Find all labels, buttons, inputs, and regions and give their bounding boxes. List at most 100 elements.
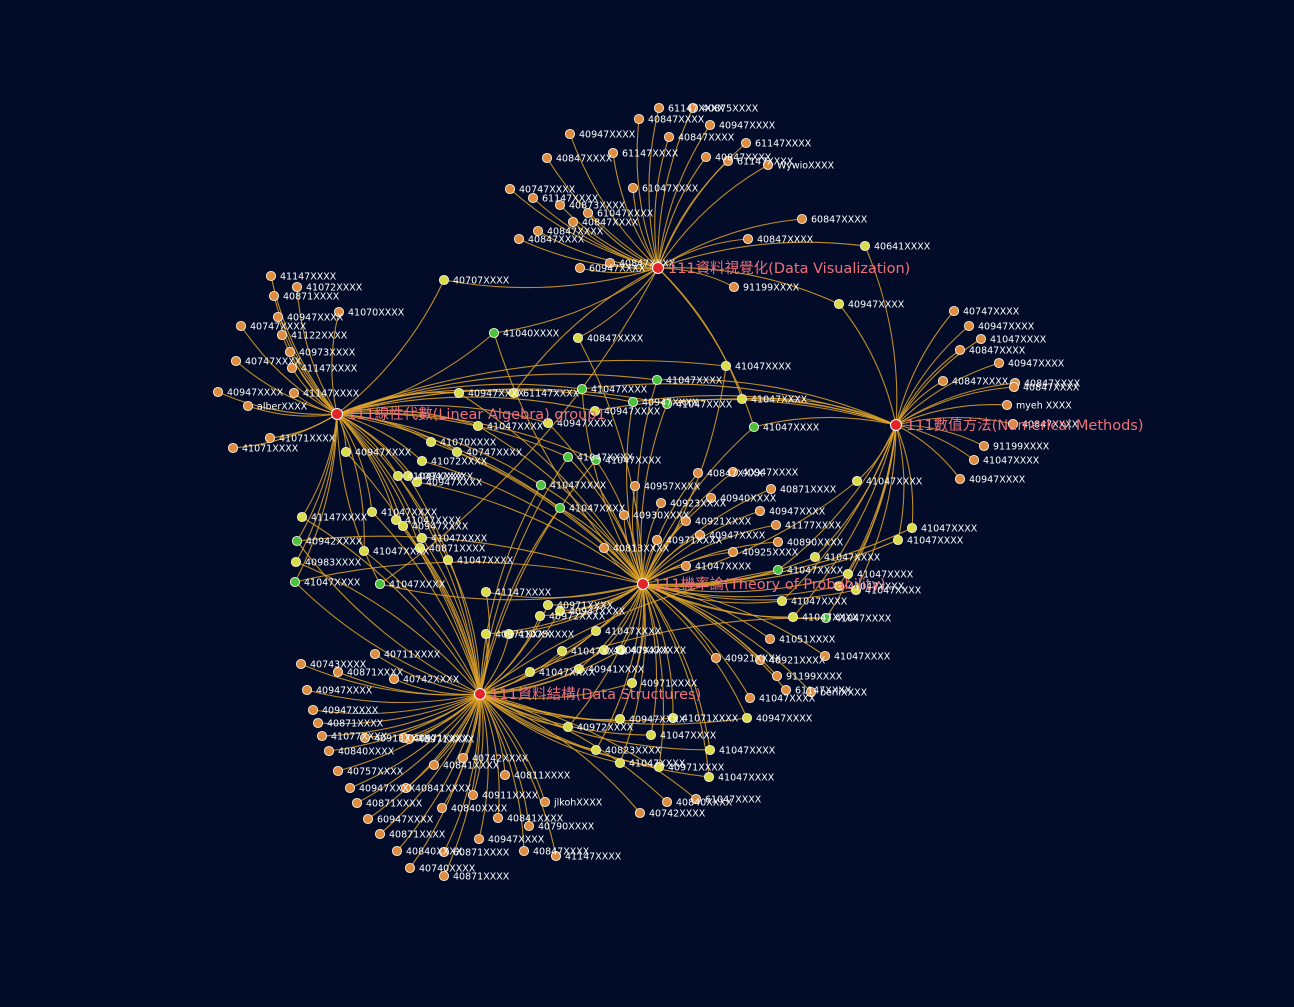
student-node[interactable] bbox=[388, 673, 400, 685]
student-node[interactable] bbox=[235, 320, 247, 332]
student-node[interactable] bbox=[369, 648, 381, 660]
student-node[interactable] bbox=[687, 102, 699, 114]
student-node[interactable] bbox=[564, 128, 576, 140]
student-node[interactable] bbox=[833, 580, 845, 592]
student-node[interactable] bbox=[727, 466, 739, 478]
student-node[interactable] bbox=[572, 332, 584, 344]
student-node[interactable] bbox=[332, 765, 344, 777]
student-node[interactable] bbox=[618, 509, 630, 521]
student-node[interactable] bbox=[404, 862, 416, 874]
student-node[interactable] bbox=[653, 761, 665, 773]
student-node[interactable] bbox=[736, 393, 748, 405]
student-node[interactable] bbox=[276, 329, 288, 341]
student-node[interactable] bbox=[770, 519, 782, 531]
student-node[interactable] bbox=[590, 454, 602, 466]
student-node[interactable] bbox=[333, 306, 345, 318]
student-node[interactable] bbox=[556, 645, 568, 657]
student-node[interactable] bbox=[809, 551, 821, 563]
student-node[interactable] bbox=[705, 492, 717, 504]
student-node[interactable] bbox=[576, 383, 588, 395]
student-node[interactable] bbox=[1007, 418, 1019, 430]
student-node[interactable] bbox=[607, 147, 619, 159]
student-node[interactable] bbox=[680, 560, 692, 572]
student-node[interactable] bbox=[301, 684, 313, 696]
student-node[interactable] bbox=[212, 386, 224, 398]
student-node[interactable] bbox=[265, 270, 277, 282]
student-node[interactable] bbox=[438, 846, 450, 858]
student-node[interactable] bbox=[230, 355, 242, 367]
student-node[interactable] bbox=[728, 281, 740, 293]
student-node[interactable] bbox=[323, 745, 335, 757]
student-node[interactable] bbox=[667, 712, 679, 724]
student-node[interactable] bbox=[722, 155, 734, 167]
student-node[interactable] bbox=[727, 546, 739, 558]
course-node-c4[interactable] bbox=[637, 578, 649, 590]
student-node[interactable] bbox=[598, 542, 610, 554]
student-node[interactable] bbox=[227, 442, 239, 454]
student-node[interactable] bbox=[661, 796, 673, 808]
student-node[interactable] bbox=[772, 536, 784, 548]
student-node[interactable] bbox=[562, 721, 574, 733]
student-node[interactable] bbox=[796, 213, 808, 225]
student-node[interactable] bbox=[1008, 381, 1020, 393]
student-node[interactable] bbox=[833, 298, 845, 310]
student-node[interactable] bbox=[542, 417, 554, 429]
student-node[interactable] bbox=[655, 497, 667, 509]
student-node[interactable] bbox=[651, 534, 663, 546]
student-node[interactable] bbox=[539, 796, 551, 808]
student-node[interactable] bbox=[390, 514, 402, 526]
student-node[interactable] bbox=[527, 192, 539, 204]
student-node[interactable] bbox=[740, 137, 752, 149]
student-node[interactable] bbox=[351, 797, 363, 809]
student-node[interactable] bbox=[651, 374, 663, 386]
student-node[interactable] bbox=[574, 262, 586, 274]
student-node[interactable] bbox=[451, 446, 463, 458]
student-node[interactable] bbox=[851, 475, 863, 487]
student-node[interactable] bbox=[242, 400, 254, 412]
student-node[interactable] bbox=[402, 470, 414, 482]
student-node[interactable] bbox=[645, 729, 657, 741]
student-node[interactable] bbox=[700, 151, 712, 163]
student-node[interactable] bbox=[554, 502, 566, 514]
student-node[interactable] bbox=[627, 396, 639, 408]
student-node[interactable] bbox=[805, 686, 817, 698]
student-node[interactable] bbox=[573, 663, 585, 675]
student-node[interactable] bbox=[488, 327, 500, 339]
student-node[interactable] bbox=[954, 344, 966, 356]
student-node[interactable] bbox=[344, 782, 356, 794]
student-node[interactable] bbox=[503, 628, 515, 640]
student-node[interactable] bbox=[272, 311, 284, 323]
student-node[interactable] bbox=[438, 870, 450, 882]
student-node[interactable] bbox=[590, 625, 602, 637]
student-node[interactable] bbox=[442, 554, 454, 566]
student-node[interactable] bbox=[340, 446, 352, 458]
student-node[interactable] bbox=[453, 387, 465, 399]
student-node[interactable] bbox=[626, 677, 638, 689]
student-node[interactable] bbox=[819, 650, 831, 662]
student-node[interactable] bbox=[710, 652, 722, 664]
student-node[interactable] bbox=[291, 281, 303, 293]
student-node[interactable] bbox=[780, 684, 792, 696]
student-node[interactable] bbox=[316, 730, 328, 742]
student-node[interactable] bbox=[772, 564, 784, 576]
student-node[interactable] bbox=[850, 584, 862, 596]
student-node[interactable] bbox=[288, 387, 300, 399]
student-node[interactable] bbox=[968, 454, 980, 466]
student-node[interactable] bbox=[720, 360, 732, 372]
student-node[interactable] bbox=[480, 628, 492, 640]
student-node[interactable] bbox=[416, 455, 428, 467]
student-node[interactable] bbox=[694, 529, 706, 541]
student-node[interactable] bbox=[411, 476, 423, 488]
student-node[interactable] bbox=[362, 813, 374, 825]
student-node[interactable] bbox=[425, 436, 437, 448]
student-node[interactable] bbox=[634, 807, 646, 819]
student-node[interactable] bbox=[975, 333, 987, 345]
student-node[interactable] bbox=[499, 769, 511, 781]
student-node[interactable] bbox=[690, 793, 702, 805]
student-node[interactable] bbox=[535, 479, 547, 491]
student-node[interactable] bbox=[704, 119, 716, 131]
student-node[interactable] bbox=[291, 535, 303, 547]
student-node[interactable] bbox=[748, 421, 760, 433]
student-node[interactable] bbox=[978, 440, 990, 452]
student-node[interactable] bbox=[398, 732, 410, 744]
